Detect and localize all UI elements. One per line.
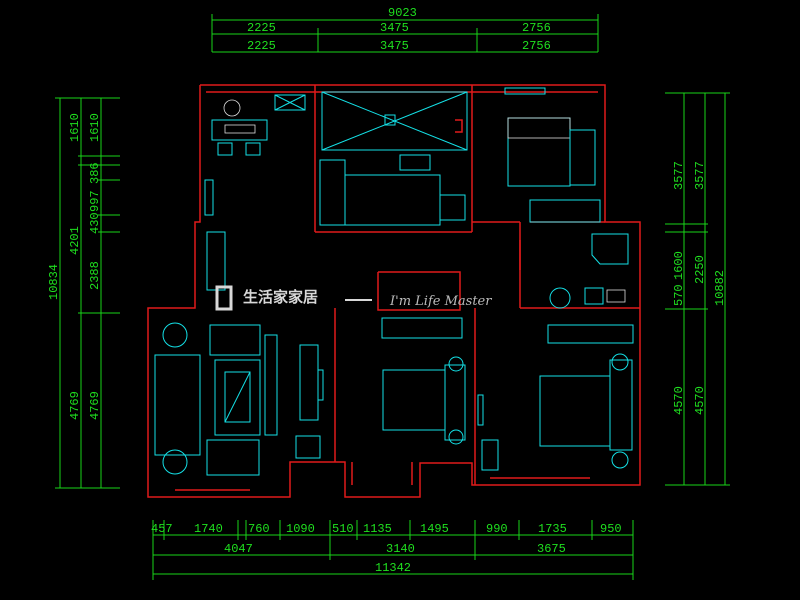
dim-left: 1610 [88,113,102,142]
wardrobe-east [547,324,634,344]
bedroom-bed-middle [382,356,484,445]
left-dimensions: 10834 1610 4201 4769 1610 386 997 430 23… [47,97,120,489]
dim-bottom: 510 [332,522,354,536]
dim-right: 570 [672,284,686,306]
dim-bottom: 760 [248,522,270,536]
dim-bottom: 1090 [286,522,315,536]
dim-top: 3475 [380,21,409,35]
bedroom-bed-east [481,353,633,471]
dim-left: 430 [88,212,102,234]
watermark: 生活家家居 I'm Life Master [215,285,492,311]
logo-mark [215,285,233,311]
tagline: I'm Life Master [389,294,492,309]
dim-bottom: 1735 [538,522,567,536]
dim-right: 3577 [672,161,686,190]
dim-bottom: 950 [600,522,622,536]
dim-left: 997 [88,190,102,212]
dim-left: 4201 [68,226,82,255]
dim-right-total: 10882 [713,270,727,306]
dim-left-total: 10834 [47,264,61,300]
wardrobe-middle [381,317,463,339]
dim-bottom: 3140 [386,542,415,556]
fridge-cabinet [204,179,226,291]
top-dimensions: 9023 2225 3475 2756 2225 3475 2756 [211,6,599,53]
dim-left: 4769 [88,391,102,420]
dim-top: 2225 [247,39,276,53]
dim-bottom: 3675 [537,542,566,556]
dim-right: 2250 [693,255,707,284]
dim-bottom: 1135 [363,522,392,536]
dining-table [211,94,306,156]
dim-left: 1610 [68,113,82,142]
dim-right: 1600 [672,251,686,280]
dim-top: 3475 [380,39,409,53]
dim-bottom: 990 [486,522,508,536]
bedroom-bed-north [504,87,601,223]
dim-bottom-total: 11342 [375,561,411,575]
living-room-sofa [154,322,324,476]
dim-top-total: 9023 [388,6,417,20]
dim-bottom: 1740 [194,522,223,536]
right-dimensions: 3577 1600 570 4570 3577 2250 4570 10882 [665,92,730,486]
bathroom [549,233,629,309]
dim-left: 4769 [68,391,82,420]
dim-top: 2756 [522,21,551,35]
dim-top: 2225 [247,21,276,35]
logo-text: 生活家家居 [243,288,318,306]
walls [147,84,641,498]
dim-right: 4570 [672,386,686,415]
dim-left: 386 [88,162,102,184]
dim-top: 2756 [522,39,551,53]
dim-left: 2388 [88,261,102,290]
bottom-dimensions: 457 1740 760 1090 510 1135 1495 990 1735… [151,520,634,580]
kitchen [319,91,468,226]
dim-bottom: 4047 [224,542,253,556]
dim-right: 4570 [693,386,707,415]
dim-right: 3577 [693,161,707,190]
dim-bottom: 1495 [420,522,449,536]
dim-bottom: 457 [151,522,173,536]
furniture [154,87,634,476]
